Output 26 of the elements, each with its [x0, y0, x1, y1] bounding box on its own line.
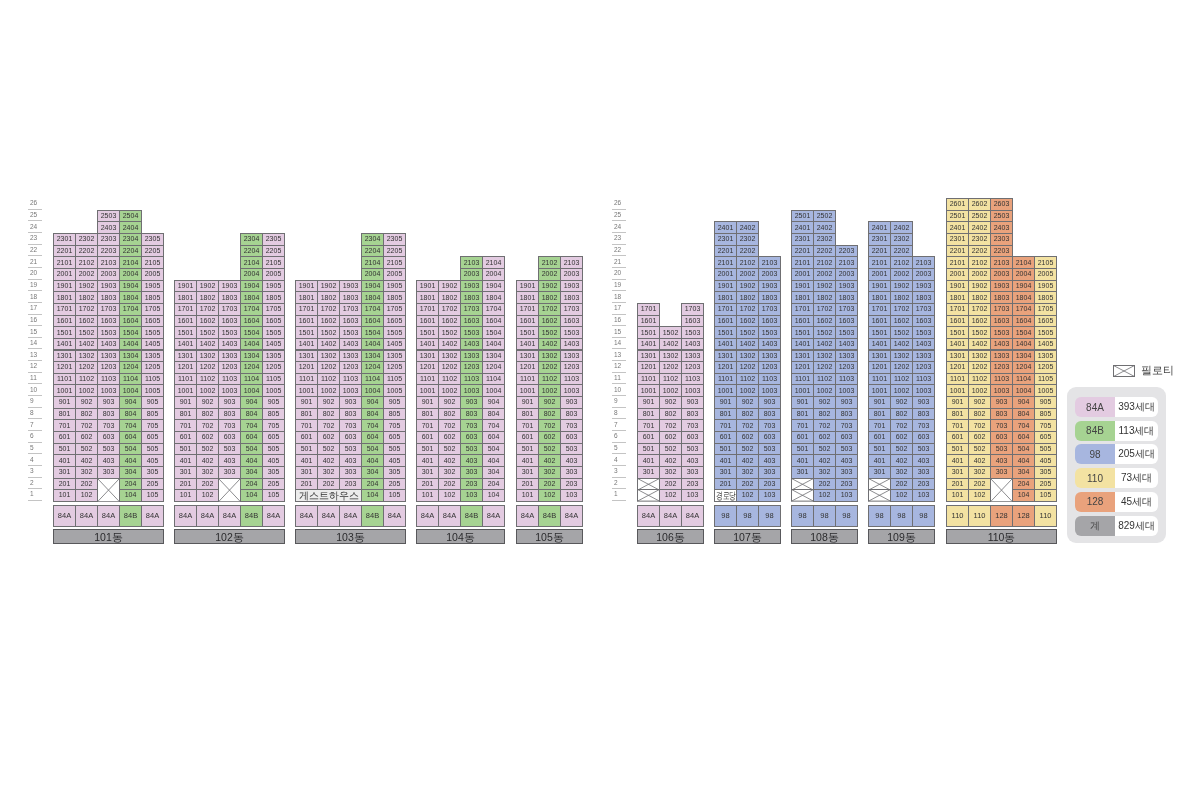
legend-key: 84A	[1075, 397, 1115, 417]
facility-cell: 경로당	[714, 489, 737, 502]
crossed-box-icon	[637, 489, 660, 502]
crossed-box-icon	[990, 477, 1013, 502]
building-label-bar: 106동	[637, 529, 704, 544]
legend-key: 98	[1075, 444, 1115, 465]
facility-cell: 게스트하우스	[295, 489, 362, 502]
household-count: 73세대	[1115, 468, 1158, 489]
building-label-bar: 102동	[174, 529, 285, 544]
building-label-bar: 104동	[416, 529, 505, 544]
building-label-bar: 107동	[714, 529, 781, 544]
building-label-bar: 108동	[791, 529, 858, 544]
building-label-bar: 110동	[946, 529, 1057, 544]
crossed-box-icon	[868, 489, 891, 502]
household-count: 205세대	[1115, 444, 1158, 465]
crossed-box-icon	[97, 477, 120, 502]
building-label-bar: 103동	[295, 529, 406, 544]
legend-key: 110	[1075, 468, 1115, 489]
household-count: 393세대	[1115, 397, 1158, 417]
building-label-bar: 109동	[868, 529, 935, 544]
legend-label: 필로티	[1141, 364, 1174, 377]
crossed-box-icon	[791, 489, 814, 502]
building-label-bar: 101동	[53, 529, 164, 544]
legend-key: 128	[1075, 491, 1115, 512]
crossed-box-icon	[218, 477, 241, 502]
building-label-bar: 105동	[516, 529, 583, 544]
